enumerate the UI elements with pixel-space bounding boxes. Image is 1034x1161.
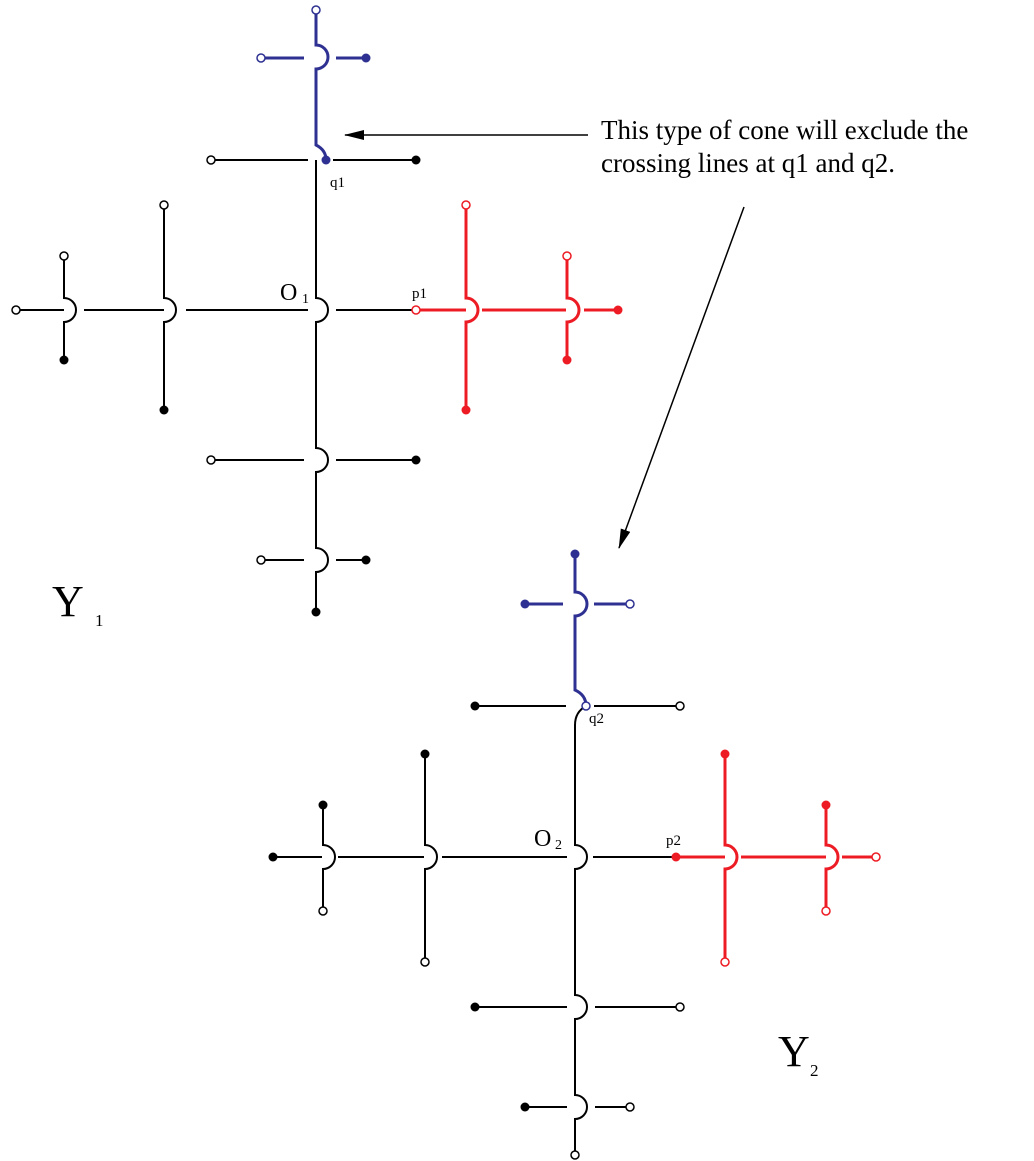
y2-open-dot: [625, 1102, 635, 1112]
y1-filled-dot: [411, 455, 421, 465]
y1-left-vertical-1: [63, 256, 77, 360]
y1-red-open-dot: [461, 200, 471, 210]
y1-red-filled-dot: [461, 405, 471, 415]
q2-point: [581, 701, 591, 711]
q1-label: q1: [330, 175, 345, 191]
y2-red-filled-dot: [821, 800, 831, 810]
y2-blue-filled-dot: [570, 549, 580, 559]
y1-filled-dot: [59, 355, 69, 365]
annotation-line-2: crossing lines at q1 and q2.: [601, 148, 895, 178]
y1-blue-cone-vertical: [314, 10, 330, 161]
y1-open-dot: [206, 155, 216, 165]
y2-red-cone-vertical-2: [824, 805, 840, 911]
y1-left-vertical-2: [163, 205, 177, 410]
y2-blue-open-dot: [625, 599, 635, 609]
o2-subscript: 2: [555, 838, 562, 853]
y2-open-dot: [675, 701, 685, 711]
o2-label: O: [534, 826, 551, 852]
y1-filled-dot: [159, 405, 169, 415]
y2-filled-dot: [268, 852, 278, 862]
y2-open-dot: [675, 1002, 685, 1012]
annotation: This type of cone will exclude the cross…: [344, 115, 968, 549]
y1-blue-open-dot: [311, 5, 321, 15]
y1-main-vertical: [315, 160, 329, 612]
y1-filled-dot: [361, 555, 371, 565]
annotation-line-1: This type of cone will exclude the: [601, 115, 968, 145]
arrow-to-q2-cone: [618, 206, 745, 549]
structure-y2: q2 p2 O 2 Y 2: [268, 549, 881, 1160]
y2-left-vertical-1: [322, 805, 336, 911]
p1-point: [411, 305, 421, 315]
structure-y1: q1 p1 O 1 Y 1: [11, 5, 623, 630]
y1-label: Y: [52, 577, 84, 626]
y2-open-dot: [570, 1150, 580, 1160]
y2-red-open-dot: [821, 906, 831, 916]
y1-open-dot: [11, 305, 21, 315]
y2-red-open-dot: [720, 957, 730, 967]
y2-open-dot: [318, 906, 328, 916]
y1-blue-filled-dot: [361, 53, 371, 63]
o1-label: O: [280, 280, 297, 306]
y2-blue-filled-dot: [520, 599, 530, 609]
y2-left-vertical-2: [424, 754, 438, 962]
y1-red-cone-vertical-1: [464, 205, 480, 410]
y2-filled-dot: [318, 800, 328, 810]
y1-red-filled-dot: [613, 305, 623, 315]
y2-filled-dot: [520, 1102, 530, 1112]
y1-blue-open-dot: [256, 53, 266, 63]
y2-blue-cone-vertical: [573, 554, 589, 707]
o1-subscript: 1: [302, 292, 309, 307]
y2-label: Y: [778, 1027, 810, 1076]
q1-point: [321, 155, 331, 165]
y2-filled-dot: [470, 1002, 480, 1012]
y1-red-open-dot: [562, 251, 572, 261]
y2-filled-dot: [470, 701, 480, 711]
q2-label: q2: [589, 711, 604, 727]
y1-open-dot: [256, 555, 266, 565]
y1-filled-dot: [311, 607, 321, 617]
y2-subscript: 2: [810, 1061, 819, 1080]
y1-open-dot: [206, 455, 216, 465]
y1-red-cone-vertical-2: [565, 256, 581, 360]
y1-open-dot: [159, 200, 169, 210]
y1-red-filled-dot: [562, 355, 572, 365]
y1-open-dot: [59, 251, 69, 261]
y1-subscript: 1: [95, 611, 104, 630]
y2-red-filled-dot: [720, 749, 730, 759]
y2-red-open-dot: [871, 852, 881, 862]
y2-filled-dot: [420, 749, 430, 759]
y2-open-dot: [420, 957, 430, 967]
y2-red-cone-vertical-1: [723, 754, 739, 962]
y1-filled-dot: [411, 155, 421, 165]
p1-label: p1: [412, 286, 427, 302]
p2-label: p2: [666, 833, 681, 849]
p2-point: [671, 852, 681, 862]
y2-main-vertical: [574, 705, 588, 1155]
